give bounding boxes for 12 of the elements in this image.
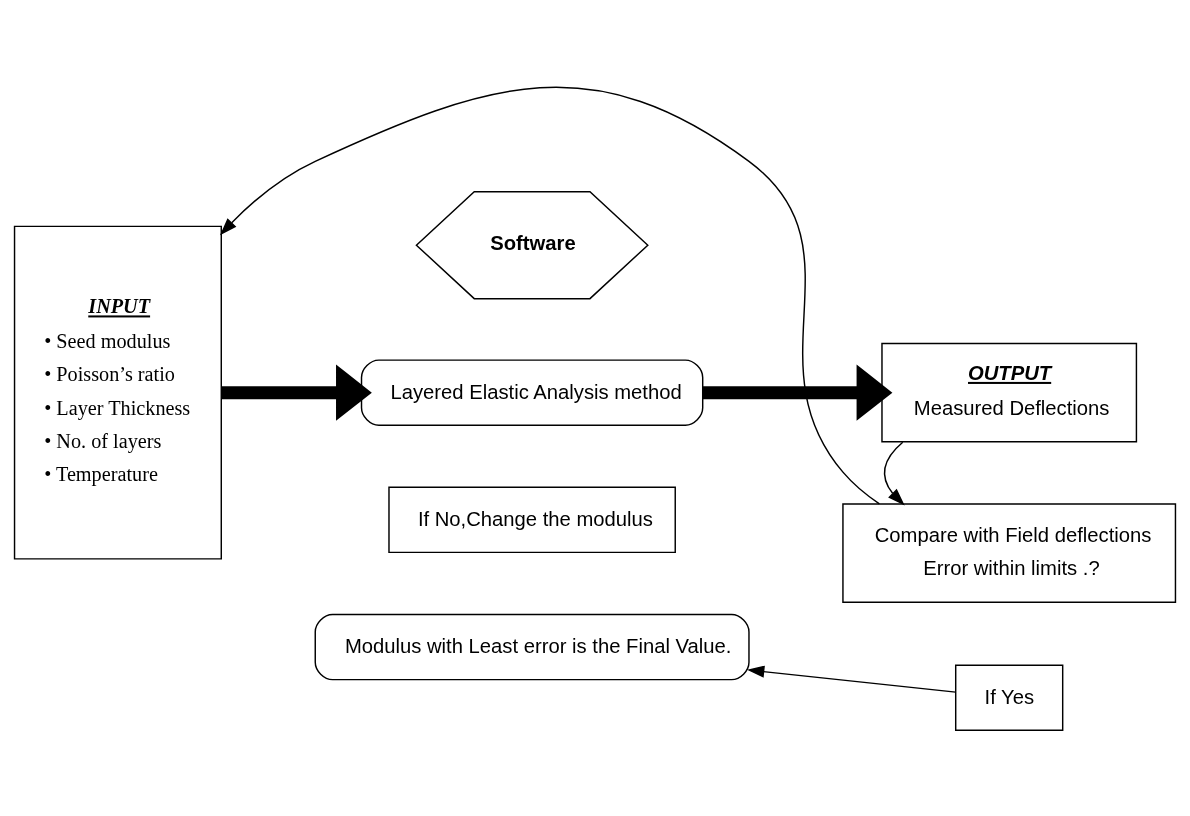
node-box: INPUT • Seed modulus • Poisson’s ratio • Layer Thickness • No. of layers • Temperature: [13, 225, 222, 560]
node-box: Layered Elastic Analysis method: [360, 358, 704, 426]
node-box: Compare with Field deflections Error within limits .?: [842, 502, 1177, 603]
node-box: If No,Change the modulus: [388, 486, 676, 553]
node-box: If Yes: [955, 663, 1064, 731]
arrow: [702, 363, 893, 421]
node-box: Modulus with Least error is the Final Value.: [314, 613, 750, 680]
arrow: [221, 363, 372, 421]
arrow: [883, 440, 905, 505]
arrow: [746, 665, 957, 693]
node-box: OUTPUT Measured Deflections: [881, 342, 1138, 443]
arrow: [220, 86, 881, 505]
